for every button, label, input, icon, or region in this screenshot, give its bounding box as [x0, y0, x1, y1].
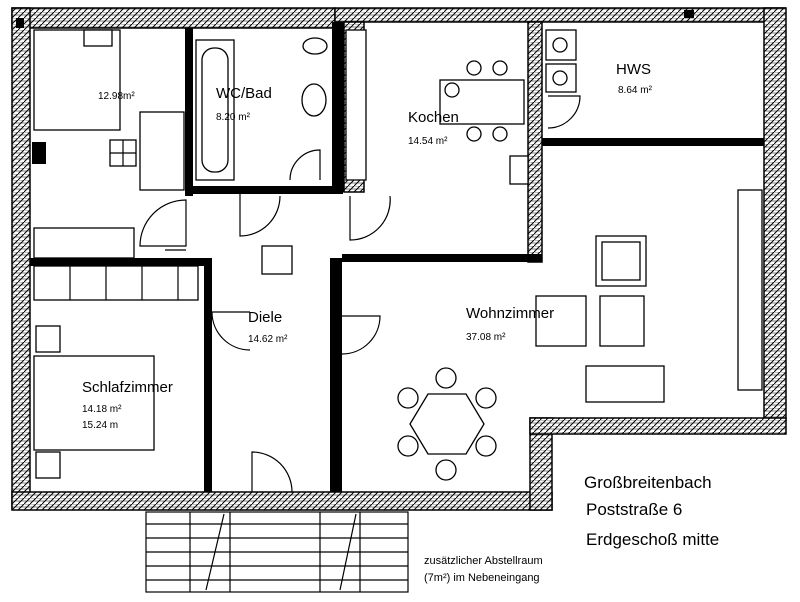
diele-name: Diele [248, 309, 282, 326]
storage-note: zusätzlicher Abstellraum (7m²) im Nebene… [424, 555, 543, 584]
wc-bad-area: 8.20 m² [216, 112, 251, 123]
room-labels: 12.98m² WC/Bad 8.20 m² Kochen 14.54 m² H… [82, 61, 653, 431]
doors [139, 95, 581, 493]
schlafzimmer-name: Schlafzimmer [82, 379, 173, 396]
caption-street: Poststraße 6 [586, 500, 682, 519]
note-line-2: (7m²) im Nebeneingang [424, 572, 540, 584]
caption-town: Großbreitenbach [584, 473, 712, 492]
schlafzimmer-area: 14.18 m² [82, 404, 122, 415]
wohnzimmer-name: Wohnzimmer [466, 305, 554, 322]
wohnzimmer-area: 37.08 m² [466, 332, 506, 343]
note-line-1: zusätzlicher Abstellraum [424, 555, 543, 567]
kochen-name: Kochen [408, 109, 459, 126]
hws-area: 8.64 m² [618, 85, 653, 96]
caption-floor: Erdgeschoß mitte [586, 530, 719, 549]
diele-area: 14.62 m² [248, 334, 288, 345]
outer-walls [11, 7, 787, 511]
hws-name: HWS [616, 61, 651, 78]
kochen-area: 14.54 m² [408, 136, 448, 147]
room-nw-area: 12.98m² [98, 91, 135, 102]
furniture [33, 29, 763, 481]
stairs [145, 511, 409, 593]
caption: Großbreitenbach Poststraße 6 Erdgeschoß … [584, 473, 719, 549]
wc-bad-name: WC/Bad [216, 85, 272, 102]
schlafzimmer-area-2: 15.24 m [82, 420, 118, 431]
